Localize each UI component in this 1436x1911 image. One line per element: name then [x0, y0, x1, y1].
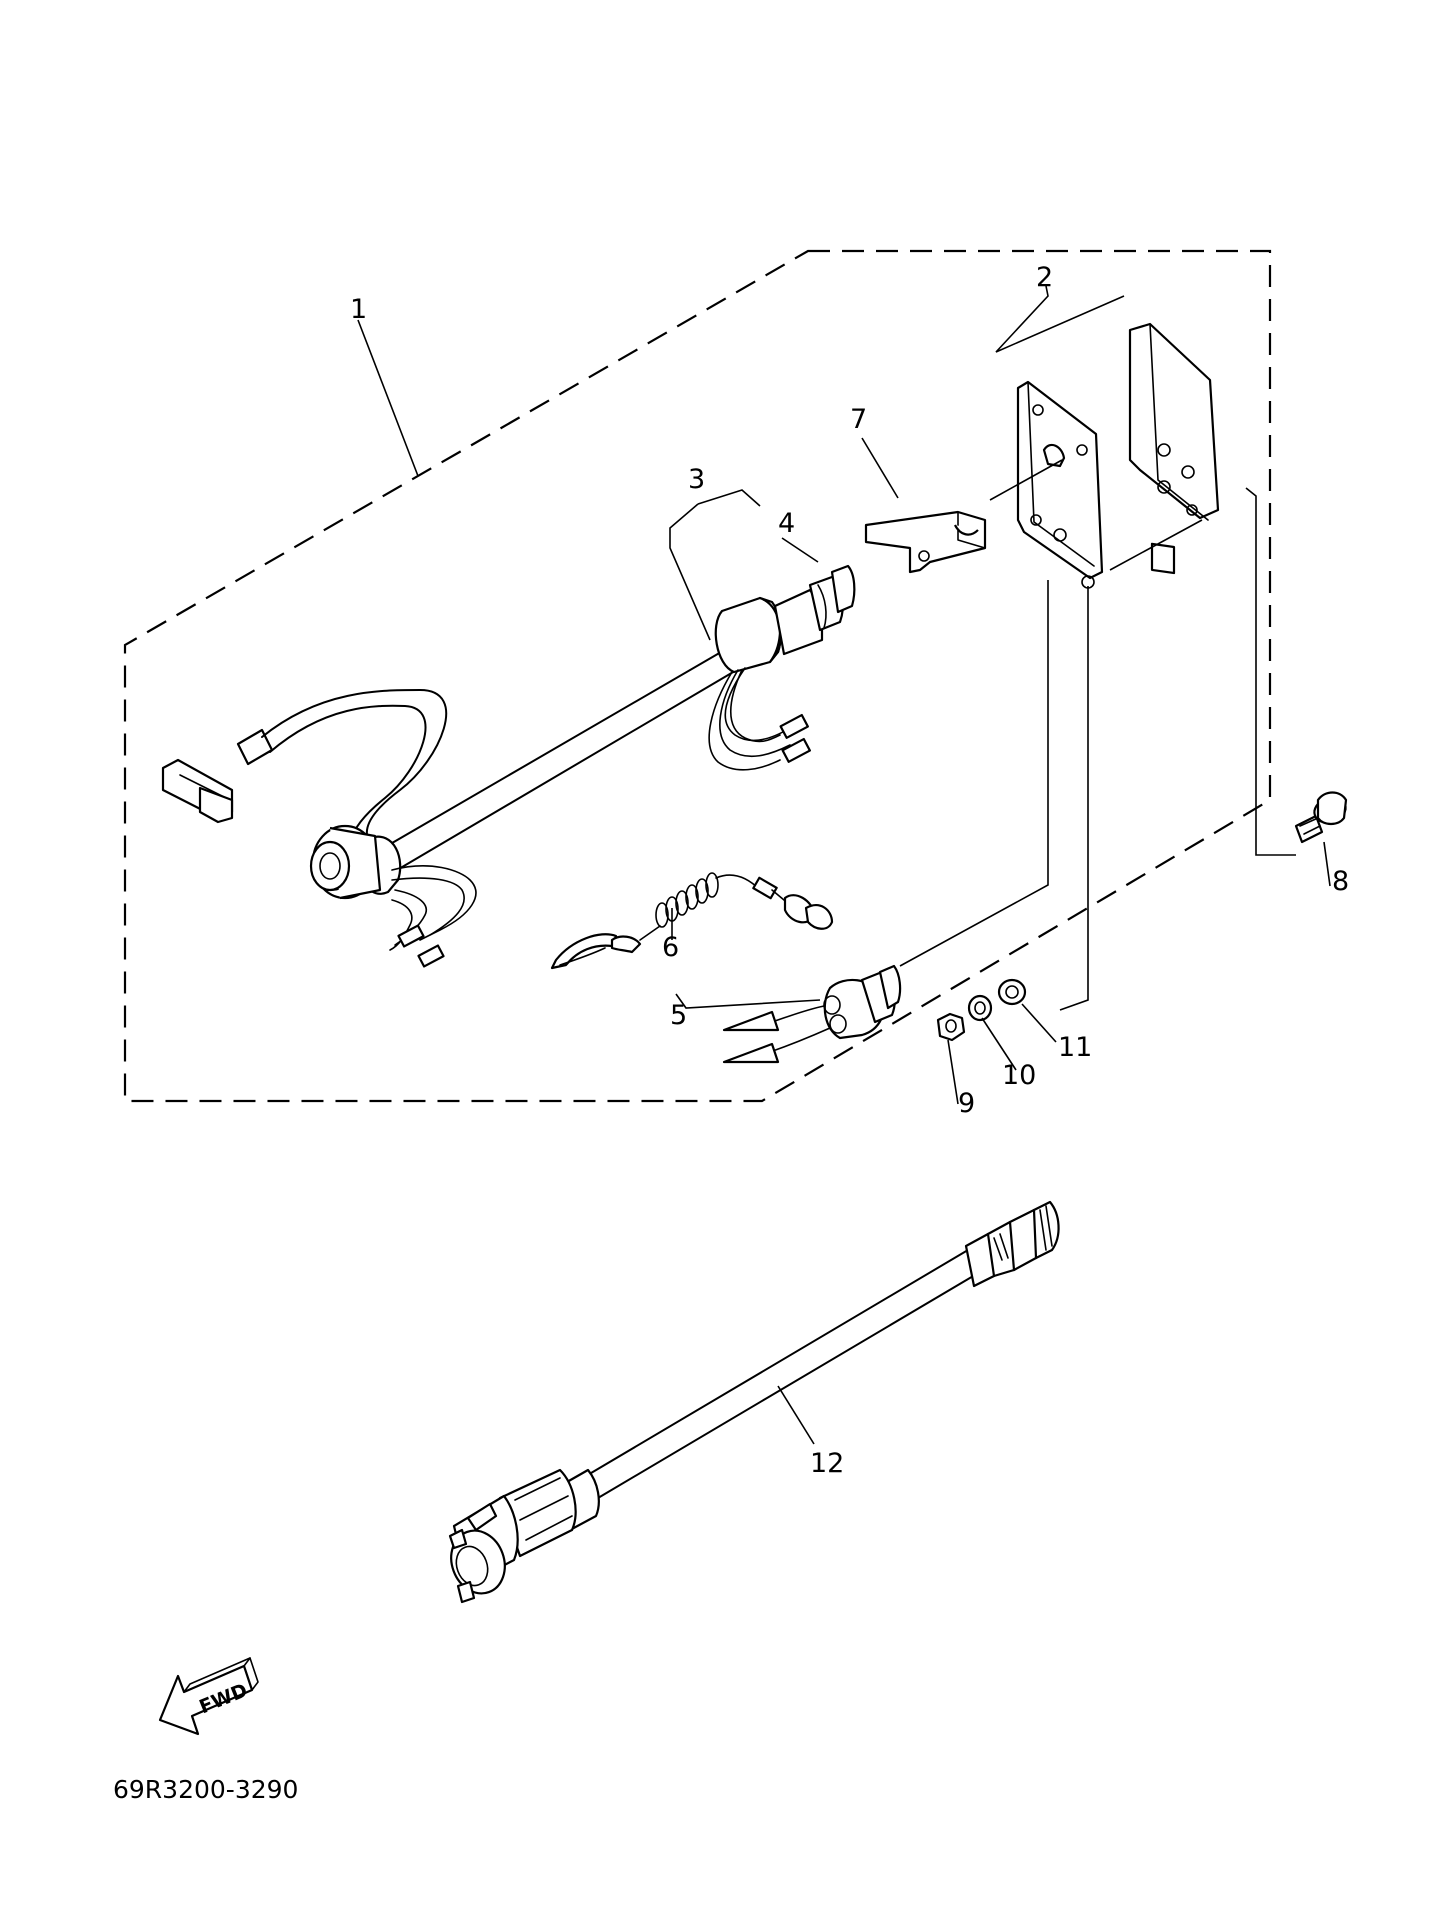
- callout-1: 1: [350, 294, 367, 325]
- callout-3: 3: [688, 464, 705, 495]
- lock-washer: [967, 994, 993, 1022]
- leader-lines: [357, 285, 1331, 1445]
- extension-cable: [448, 1200, 1060, 1604]
- diagram-code: 69R3200-3290: [113, 1775, 298, 1804]
- callout-8: 8: [1332, 866, 1349, 897]
- assembly-guide-lines: [899, 459, 1296, 1011]
- nut: [936, 1012, 966, 1042]
- callout-2: 2: [1036, 262, 1053, 293]
- flat-washer: [997, 978, 1027, 1006]
- screw: [1294, 791, 1348, 844]
- callout-6: 6: [662, 932, 679, 963]
- lanyard-cord: [550, 872, 834, 970]
- callout-11: 11: [1058, 1032, 1092, 1063]
- stop-switch: [722, 964, 902, 1064]
- callout-4: 4: [778, 508, 795, 539]
- wiring-harness: [161, 647, 741, 968]
- bracket-plate: [864, 510, 987, 574]
- forward-direction-arrow-icon: [158, 1657, 259, 1736]
- switch-assembly: [708, 564, 856, 771]
- callout-9: 9: [958, 1088, 975, 1119]
- callout-7: 7: [850, 404, 867, 435]
- mounting-bracket: [1016, 322, 1220, 589]
- assembly-boundary: [123, 249, 1272, 1103]
- callout-5: 5: [670, 1000, 687, 1031]
- callout-10: 10: [1002, 1060, 1036, 1091]
- callout-12: 12: [810, 1448, 844, 1479]
